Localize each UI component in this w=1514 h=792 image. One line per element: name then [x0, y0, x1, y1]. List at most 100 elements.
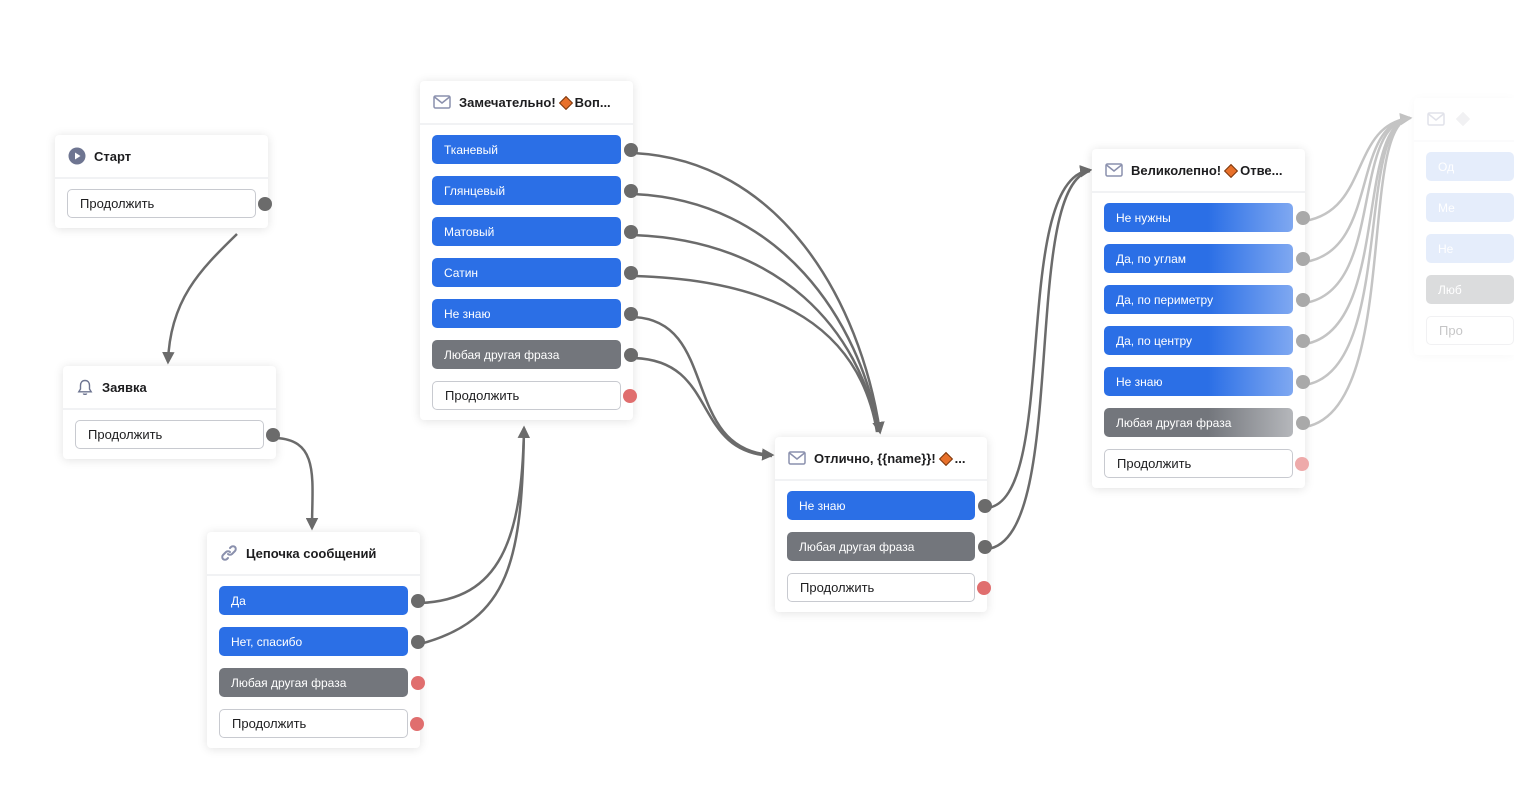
- reply-button[interactable]: Да: [219, 586, 425, 615]
- node-header[interactable]: Цепочка сообщений: [207, 532, 420, 576]
- output-port[interactable]: [411, 675, 425, 690]
- output-port[interactable]: [1296, 210, 1310, 225]
- node-title: Великолепно!Отве...: [1131, 162, 1283, 178]
- reply-button[interactable]: Од: [1426, 152, 1514, 181]
- any-phrase-button[interactable]: Любая другая фраза: [787, 532, 992, 561]
- node-header[interactable]: Замечательно!Воп...: [420, 81, 633, 125]
- continue-button[interactable]: Продолжить: [1104, 449, 1309, 478]
- continue-button[interactable]: Продолжить: [67, 189, 272, 218]
- reply-button[interactable]: Нет, спасибо: [219, 627, 425, 656]
- output-port[interactable]: [411, 634, 425, 649]
- node-header[interactable]: Отлично, {{name}}!...: [775, 437, 987, 481]
- any-phrase-button[interactable]: Люб: [1426, 275, 1514, 304]
- output-port[interactable]: [624, 265, 638, 280]
- node-request[interactable]: Заявка Продолжить: [63, 366, 280, 459]
- edge-material-3: [632, 233, 880, 433]
- button-label: Од: [1438, 159, 1455, 174]
- output-port[interactable]: [624, 142, 638, 157]
- continue-button[interactable]: Продолжить: [432, 381, 637, 410]
- node-title: Заявка: [102, 379, 147, 395]
- button-label: Любая другая фраза: [799, 539, 915, 554]
- button-label: Любая другая фраза: [1116, 415, 1232, 430]
- reply-button[interactable]: Сатин: [432, 258, 638, 287]
- reply-button[interactable]: Да, по углам: [1104, 244, 1310, 273]
- output-port[interactable]: [1296, 251, 1310, 266]
- reply-button[interactable]: Не нужны: [1104, 203, 1310, 232]
- reply-button[interactable]: Да, по периметру: [1104, 285, 1310, 314]
- node-header[interactable]: Заявка: [63, 366, 276, 410]
- output-port[interactable]: [1295, 456, 1309, 471]
- node-wonderful[interactable]: Великолепно!Отве... Не нужны Да, по угла…: [1092, 149, 1310, 488]
- output-port[interactable]: [410, 716, 424, 731]
- any-phrase-button[interactable]: Любая другая фраза: [219, 668, 425, 697]
- diamond-icon: [558, 95, 573, 110]
- output-port[interactable]: [624, 224, 638, 239]
- node-great[interactable]: Отлично, {{name}}!... Не знаю Любая друг…: [775, 437, 992, 612]
- edge-chain-no-material: [419, 427, 526, 646]
- envelope-icon: [787, 448, 807, 468]
- output-port[interactable]: [978, 498, 992, 513]
- reply-button[interactable]: Не знаю: [787, 491, 992, 520]
- node-header[interactable]: Старт: [55, 135, 268, 179]
- node-message-chain[interactable]: Цепочка сообщений Да Нет, спасибо Любая …: [207, 532, 425, 748]
- bell-icon: [75, 377, 95, 397]
- button-label: Продолжить: [445, 388, 520, 403]
- output-port[interactable]: [1296, 292, 1310, 307]
- node-title: Отлично, {{name}}!...: [814, 450, 966, 466]
- continue-button[interactable]: Продолжить: [219, 709, 424, 738]
- envelope-icon: [432, 92, 452, 112]
- reply-button[interactable]: Ме: [1426, 193, 1514, 222]
- button-label: Продолжить: [80, 196, 155, 211]
- node-start[interactable]: Старт Продолжить: [55, 135, 272, 228]
- output-port[interactable]: [624, 306, 638, 321]
- output-port[interactable]: [624, 347, 638, 362]
- node-material-question[interactable]: Замечательно!Воп... Тканевый Глянцевый М…: [420, 81, 638, 420]
- any-phrase-button[interactable]: Любая другая фраза: [432, 340, 638, 369]
- node-header[interactable]: [1414, 98, 1514, 142]
- edge-material-1: [632, 151, 885, 435]
- edge-material-2: [632, 192, 881, 433]
- continue-button[interactable]: Продолжить: [787, 573, 991, 602]
- node-next-partial[interactable]: Од Ме Не Люб Про: [1414, 98, 1514, 355]
- output-port[interactable]: [978, 539, 992, 554]
- output-port[interactable]: [623, 388, 637, 403]
- button-label: Да: [231, 593, 246, 608]
- diamond-icon: [1224, 163, 1239, 178]
- envelope-icon: [1426, 109, 1446, 129]
- output-port[interactable]: [624, 183, 638, 198]
- button-label: Да, по периметру: [1116, 292, 1214, 307]
- node-title: Замечательно!Воп...: [459, 94, 611, 110]
- reply-button[interactable]: Не знаю: [1104, 367, 1310, 396]
- button-label: Нет, спасибо: [231, 634, 303, 649]
- node-header[interactable]: Великолепно!Отве...: [1092, 149, 1305, 193]
- output-port[interactable]: [1296, 374, 1310, 389]
- edge-request-chain: [275, 436, 319, 531]
- reply-button[interactable]: Тканевый: [432, 135, 638, 164]
- edge-great-2: [986, 169, 1091, 551]
- reply-button[interactable]: Глянцевый: [432, 176, 638, 205]
- node-title: Старт: [94, 148, 132, 164]
- button-label: Да, по углам: [1116, 251, 1187, 266]
- output-port[interactable]: [258, 196, 272, 211]
- button-label: Да, по центру: [1116, 333, 1193, 348]
- button-label: Матовый: [444, 224, 495, 239]
- button-label: Сатин: [444, 265, 479, 280]
- reply-button[interactable]: Матовый: [432, 217, 638, 246]
- link-icon: [219, 543, 239, 563]
- any-phrase-button[interactable]: Любая другая фраза: [1104, 408, 1310, 437]
- output-port[interactable]: [977, 580, 991, 595]
- continue-button[interactable]: Про: [1426, 316, 1514, 345]
- button-label: Тканевый: [444, 142, 498, 157]
- edge-start-request: [162, 233, 238, 365]
- output-port[interactable]: [1296, 333, 1310, 348]
- output-port[interactable]: [266, 427, 280, 442]
- edge-material-4: [632, 274, 879, 433]
- reply-button[interactable]: Да, по центру: [1104, 326, 1310, 355]
- button-label: Не: [1438, 241, 1454, 256]
- output-port[interactable]: [1296, 415, 1310, 430]
- output-port[interactable]: [411, 593, 425, 608]
- reply-button[interactable]: Не знаю: [432, 299, 638, 328]
- reply-button[interactable]: Не: [1426, 234, 1514, 263]
- button-label: Не знаю: [799, 498, 846, 513]
- continue-button[interactable]: Продолжить: [75, 420, 280, 449]
